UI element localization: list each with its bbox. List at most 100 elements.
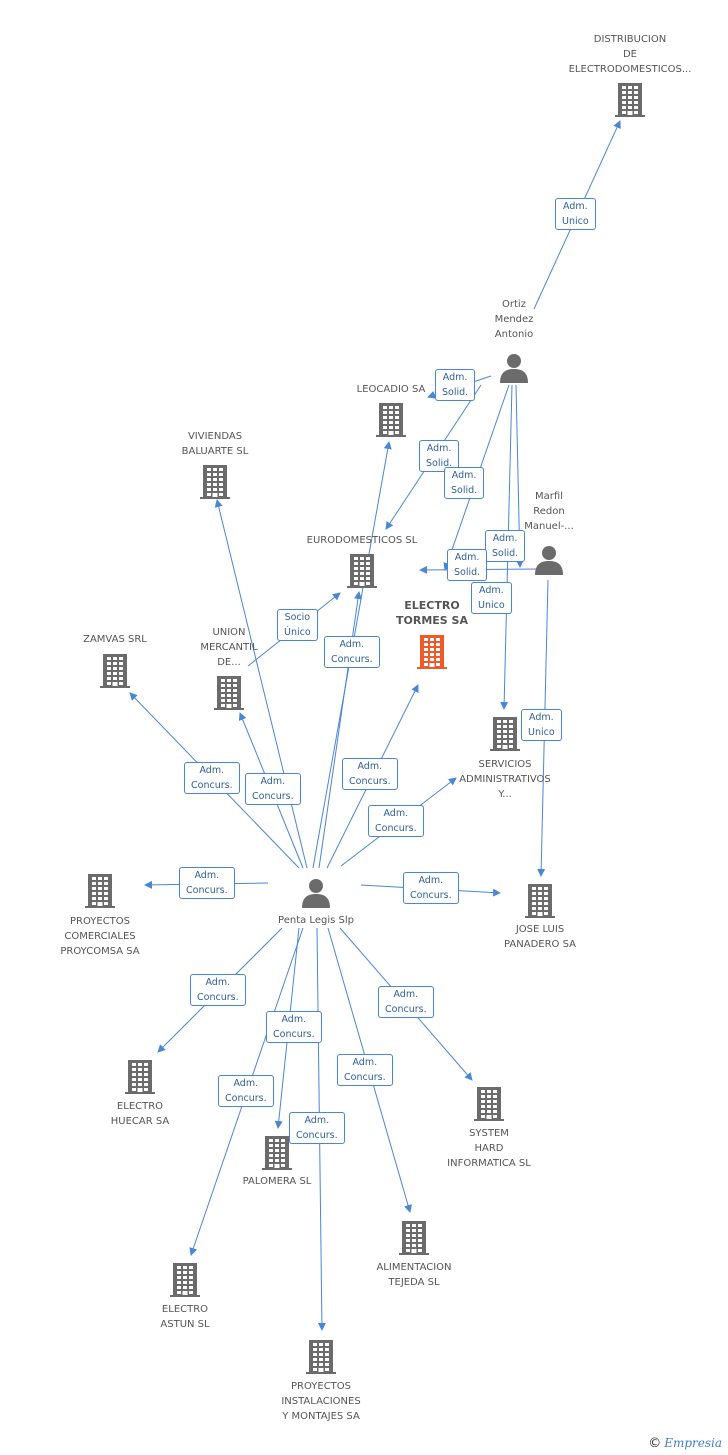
edge-label-line: Concurs. [225,1093,267,1104]
edge-label-penta-astun[interactable]: Adm.Concurs. [218,1075,274,1107]
edge-label-line: Adm. [479,585,504,596]
node-label-line: UNION [212,627,246,638]
node-label-eurodomesticos[interactable]: EURODOMESTICOS SL [307,533,418,548]
edge-label-line: Adm. [281,1014,307,1025]
edge-label-marfil-panadero[interactable]: Adm.Unico [521,709,562,741]
building-icon[interactable] [306,1340,336,1378]
node-label-line: BALUARTE SL [181,446,249,457]
edge-label-line: Unico [562,216,589,227]
building-icon[interactable] [100,654,130,692]
building-icon[interactable] [170,1263,200,1301]
node-label-palomera[interactable]: PALOMERA SL [243,1174,312,1189]
node-label-line: PANADERO SA [504,939,576,950]
edge-label-penta-huecar[interactable]: Adm.Concurs. [190,974,246,1006]
edge-label-penta-servicios[interactable]: Adm. Concurs. [368,805,424,837]
edge-label-line: Adm. [383,808,409,819]
node-label-zamvas[interactable]: ZAMVAS SRL [83,632,147,647]
node-label-line: JOSE LUIS [515,924,565,935]
node-label-line: Penta Legis Slp [278,915,354,926]
building-icon[interactable] [200,465,230,503]
node-label-line: DISTRIBUCION [593,34,667,45]
edge-label-ortiz-distribucion[interactable]: Adm.Unico [555,198,596,230]
node-label-line: Antonio [494,329,534,340]
edge-label-penta-panadero[interactable]: Adm.Concurs. [403,872,459,904]
edge-label-marfil-electro_tormes[interactable]: Adm.Unico [471,582,512,614]
edge-label-line: Adm. [529,712,554,723]
edge-label-ortiz-electro_tormes[interactable]: Adm.Solid. [444,467,485,499]
node-label-line: Mendez [494,314,534,325]
building-icon[interactable] [85,874,115,912]
building-icon[interactable] [347,554,377,592]
node-label-line: TEJEDA SL [388,1277,440,1288]
node-label-line: LEOCADIO SA [356,384,426,395]
person-icon[interactable] [301,878,331,912]
person-icon[interactable] [534,545,564,579]
edge-label-ortiz-marfil[interactable]: Adm. Solid. [447,549,488,581]
edge-label-ortiz-servicios[interactable]: Adm.Solid. [485,530,526,562]
edge-label-penta-system[interactable]: Adm.Concurs. [378,986,434,1018]
building-icon[interactable] [376,403,406,441]
node-label-line: ELECTRO [116,1101,164,1112]
edge-label-line: Solid. [454,567,481,578]
node-label-panadero[interactable]: JOSE LUIS PANADERO SA [504,922,576,952]
edge-label-line: Adm. [454,552,480,563]
building-icon[interactable] [399,1221,429,1259]
edge-penta-to-viviendas [214,499,308,869]
building-icon[interactable] [214,676,244,714]
edge-label-penta-union[interactable]: Adm.Concurs. [245,773,301,805]
main-company-building-icon[interactable] [417,635,447,673]
edge-label-ortiz-eurodomesticos[interactable]: Adm.Solid. [419,440,460,472]
building-icon[interactable] [525,884,555,922]
edge-label-penta-palomera[interactable]: Adm.Concurs. [266,1011,322,1043]
edge-label-line: Concurs. [197,992,239,1003]
building-icon[interactable] [490,717,520,755]
edge-label-line: Adm. [199,765,225,776]
edge-label-penta-electro_tormes[interactable]: Adm.Concurs. [342,758,398,790]
node-label-line: PROYCOMSA SA [60,946,140,957]
node-label-penta[interactable]: Penta Legis Slp [278,913,354,928]
node-label-line: DE... [217,657,241,668]
edge-label-line: Adm. [442,372,468,383]
person-icon[interactable] [499,353,529,387]
building-icon[interactable] [262,1136,292,1174]
brand-name: Empresia [664,1436,722,1450]
edge-label-line: Concurs. [344,1072,386,1083]
node-label-line: ASTUN SL [160,1319,210,1330]
node-label-line: PALOMERA SL [242,1176,312,1187]
node-label-leocadio[interactable]: LEOCADIO SA [357,382,426,397]
node-label-line: COMERCIALES [64,931,136,942]
building-icon[interactable] [125,1060,155,1098]
node-label-line: Y... [498,789,512,800]
edge-label-penta-alimentacion[interactable]: Adm.Concurs. [337,1054,393,1086]
edge-label-ortiz-leocadio[interactable]: Adm.Solid. [435,369,476,401]
node-label-line: EURODOMESTICOS SL [306,535,418,546]
node-label-line: HUECAR SA [110,1116,170,1127]
node-label-line: PROYECTOS [290,1381,352,1392]
node-label-line: Manuel-... [524,521,574,532]
edge-label-penta-eurodomesticos[interactable]: Adm.Concurs. [324,636,380,668]
edge-label-line: Concurs. [375,823,417,834]
building-icon[interactable] [474,1087,504,1125]
building-icon[interactable] [615,83,645,121]
edge-label-penta-instalaciones[interactable]: Adm.Concurs. [289,1112,345,1144]
node-label-line: Y MONTAJES SA [282,1411,360,1422]
edge-label-penta-proycomsa[interactable]: Adm.Concurs. [179,867,235,899]
node-label-huecar[interactable]: ELECTRO HUECAR SA [111,1099,169,1129]
edge-label-line: Adm. [451,470,477,481]
edge-label-penta-zamvas[interactable]: Adm.Concurs. [184,762,240,794]
edge-label-line: Adm. [393,989,419,1000]
